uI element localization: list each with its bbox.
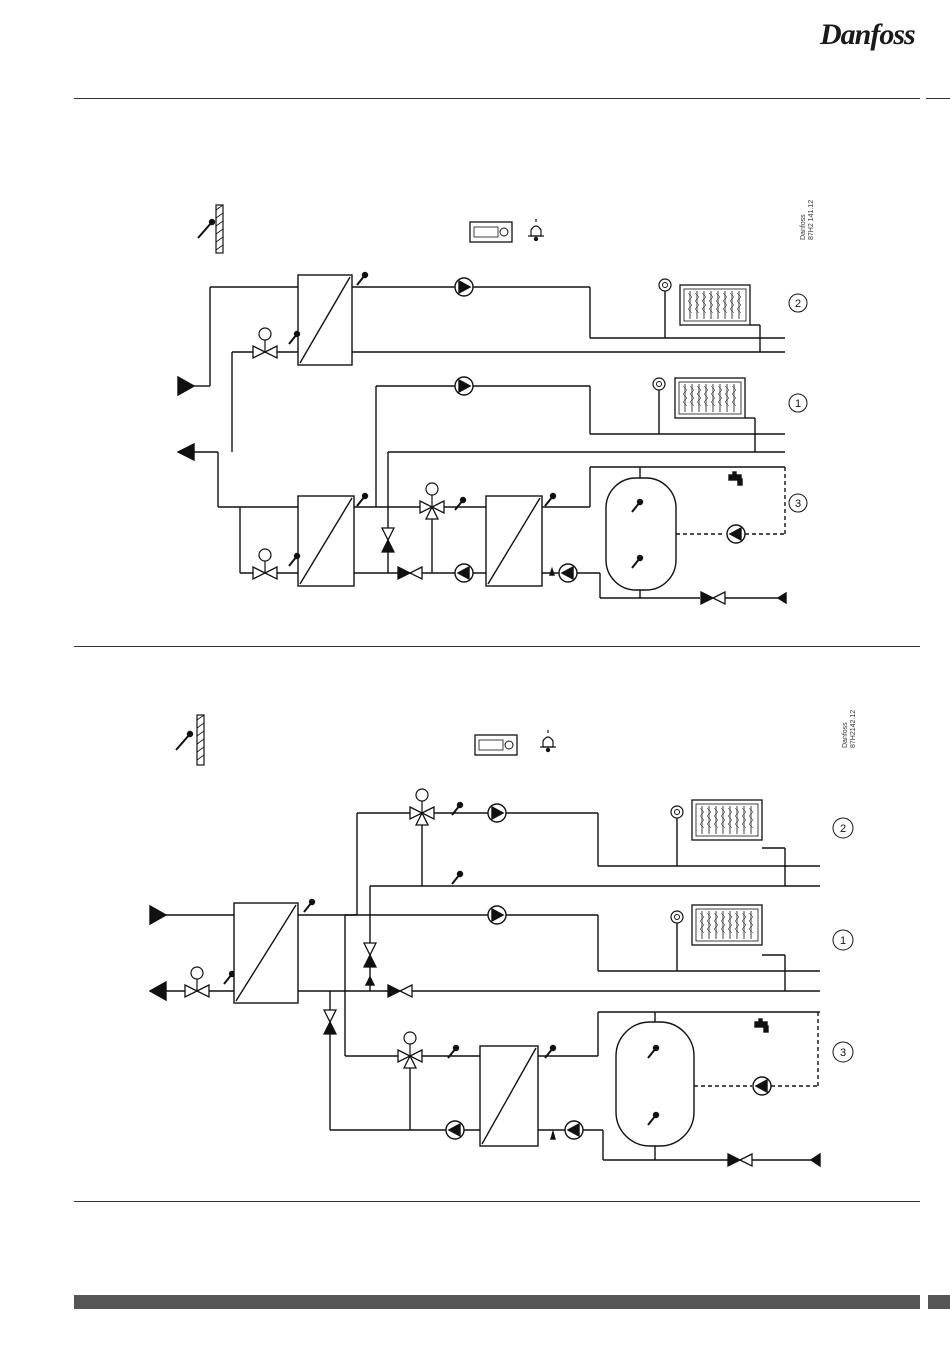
return-arrow-icon <box>150 982 166 1000</box>
pump-icon <box>565 1121 583 1139</box>
check-valve-icon <box>364 943 376 967</box>
circuit-label-3: 3 <box>840 1047 846 1059</box>
check-valve-icon <box>728 1154 752 1166</box>
motorised-valve-icon <box>253 328 277 358</box>
circuit-label-2: 2 <box>840 823 846 835</box>
circuit-label-1: 1 <box>840 935 846 947</box>
diagram-bottom <box>150 715 853 1166</box>
tap-icon <box>755 1019 768 1032</box>
pump-icon <box>455 377 473 395</box>
motorised-valve-icon <box>185 967 209 997</box>
section-divider <box>74 1201 920 1202</box>
outdoor-sensor-icon <box>176 715 204 765</box>
hot-water-tank-icon <box>616 1022 694 1146</box>
radiator-icon <box>692 800 762 840</box>
tap-icon <box>729 472 742 485</box>
circuit-label-1: 1 <box>795 398 801 410</box>
pump-icon <box>455 278 473 296</box>
circuit-label-3: 3 <box>795 498 801 510</box>
outdoor-sensor-icon <box>198 205 223 253</box>
pump-icon <box>727 525 745 543</box>
footer-bar <box>74 1295 920 1309</box>
pump-icon <box>559 564 577 582</box>
pump-icon <box>488 906 506 924</box>
footer-page-block <box>928 1295 950 1309</box>
pump-icon <box>446 1121 464 1139</box>
pump-icon <box>488 804 506 822</box>
pump-icon <box>753 1077 771 1095</box>
section-divider <box>74 646 920 647</box>
radiator-icon <box>680 285 750 325</box>
three-way-valve-icon <box>420 483 444 519</box>
three-way-valve-icon <box>398 1032 422 1068</box>
radiator-icon <box>692 905 762 945</box>
check-valve-icon <box>701 592 725 604</box>
three-way-valve-icon <box>410 789 434 825</box>
check-valve-icon <box>398 567 422 579</box>
pump-icon <box>455 564 473 582</box>
controller-icon <box>475 735 517 755</box>
check-valve-icon <box>388 985 412 997</box>
alarm-bell-icon <box>528 219 544 241</box>
return-arrow-icon <box>178 444 194 460</box>
radiator-icon <box>675 378 745 418</box>
check-valve-icon <box>382 528 394 552</box>
hot-water-tank-icon <box>606 478 676 590</box>
supply-arrow-icon <box>150 906 166 924</box>
motorised-valve-icon <box>253 549 277 579</box>
circuit-label-2: 2 <box>795 298 801 310</box>
diagram-top <box>178 205 807 604</box>
controller-icon <box>470 222 512 242</box>
supply-arrow-icon <box>178 377 194 395</box>
check-valve-icon <box>324 1010 336 1034</box>
alarm-bell-icon <box>540 730 556 752</box>
